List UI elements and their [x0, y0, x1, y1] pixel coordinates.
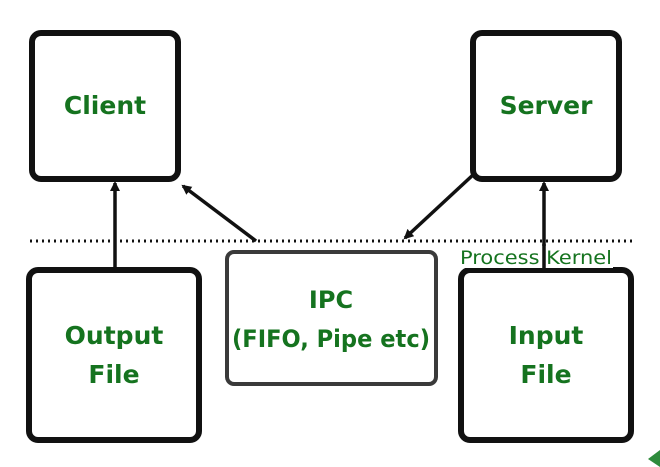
- arrow-ipc-to-client: [181, 184, 258, 243]
- process-kernel-label-backing: [459, 246, 613, 268]
- output-file-label-line2: File: [88, 360, 139, 389]
- output-file-label-line1: Output: [65, 321, 164, 350]
- server-box: [470, 30, 622, 182]
- ipc-box: [225, 250, 438, 386]
- server-label: Server: [500, 91, 594, 120]
- client-box: [29, 30, 181, 182]
- ipc-label-line2: (FIFO, Pipe etc): [232, 325, 430, 353]
- process-kernel-label: Process Kernel: [460, 247, 612, 269]
- client-label: Client: [64, 91, 146, 120]
- output-file-box: [26, 267, 202, 443]
- input-file-box: [458, 267, 634, 443]
- input-file-label-line1: Input: [509, 321, 584, 350]
- ipc-label-line1: IPC: [309, 286, 353, 314]
- corner-mark-icon: [648, 450, 660, 467]
- arrow-server-to-ipc: [403, 172, 476, 240]
- input-file-label-line2: File: [520, 360, 571, 389]
